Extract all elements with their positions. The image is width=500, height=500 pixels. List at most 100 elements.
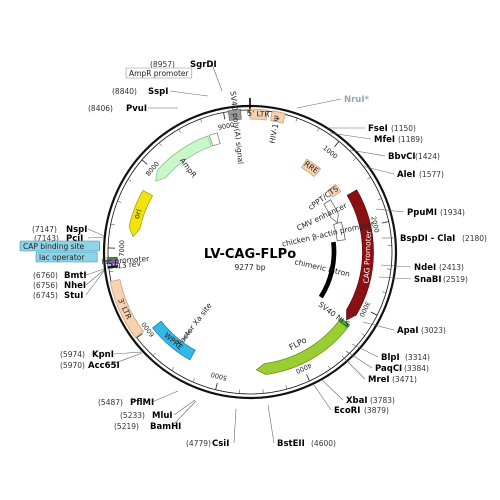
tick-mark bbox=[382, 291, 387, 294]
site-position: (3314) bbox=[405, 353, 430, 362]
site-leader bbox=[85, 269, 105, 286]
feature-lacop bbox=[107, 262, 119, 267]
feature-flpo-shape bbox=[255, 320, 348, 375]
site-leader bbox=[267, 404, 275, 444]
site-leader bbox=[211, 63, 223, 92]
tick-mark bbox=[327, 365, 331, 370]
site-position: (5487) bbox=[98, 398, 123, 407]
site-position: (5219) bbox=[114, 422, 139, 431]
feature-flpo-label: FLPo bbox=[288, 335, 309, 352]
tick-mark bbox=[136, 333, 143, 339]
feature-ampr-shape bbox=[155, 135, 212, 182]
site-leader bbox=[109, 352, 143, 366]
site-leader bbox=[351, 343, 379, 358]
tick-label: 5000 bbox=[210, 370, 228, 382]
feature-amprprom-shape bbox=[208, 132, 221, 147]
tick-mark bbox=[171, 367, 175, 371]
site-name: CsiI bbox=[212, 439, 229, 449]
feature-cba-shape bbox=[333, 221, 346, 242]
restriction-site: SnaBI(2519) bbox=[414, 275, 468, 285]
feature-m13rev-shape bbox=[107, 265, 119, 269]
boxed-label-lac-operator: lac operator bbox=[35, 251, 98, 263]
restriction-site: SspI(8840) bbox=[112, 87, 168, 97]
feature-ampr: AmpR bbox=[155, 135, 212, 182]
site-position: (1189) bbox=[398, 135, 423, 144]
tick-mark bbox=[353, 157, 357, 161]
site-leader bbox=[85, 268, 105, 276]
restriction-site: NheI(6756) bbox=[33, 281, 86, 291]
restriction-site: BamHI(5219) bbox=[114, 422, 181, 432]
site-name: BspDI - ClaI bbox=[400, 234, 455, 244]
site-name: PvuI bbox=[126, 104, 147, 114]
site-position: (1424) bbox=[415, 152, 440, 161]
tick-label: 2000 bbox=[369, 216, 380, 234]
site-position: (5970) bbox=[60, 361, 85, 370]
tick-mark bbox=[109, 271, 114, 273]
restriction-site: XbaI(3783) bbox=[346, 396, 395, 406]
feature-ori-label: ori bbox=[132, 208, 144, 220]
site-name: KpnI bbox=[92, 350, 114, 360]
feature-cag: CAG Promoter bbox=[346, 189, 374, 321]
site-leader bbox=[361, 165, 395, 175]
site-position: (5974) bbox=[60, 350, 85, 359]
restriction-site: PaqCI(3384) bbox=[375, 364, 429, 374]
tick-mark bbox=[178, 129, 181, 133]
boxed-label-cap-binding: CAP binding site bbox=[19, 240, 100, 252]
site-name: PpuMI bbox=[407, 208, 437, 218]
site-name: NruI* bbox=[344, 95, 370, 105]
site-position: (1577) bbox=[419, 170, 444, 179]
site-name: BstEII bbox=[277, 439, 305, 449]
site-name: MluI bbox=[152, 411, 173, 421]
site-leader bbox=[345, 350, 373, 369]
site-name: NdeI bbox=[414, 263, 436, 273]
site-name: Acc65I bbox=[88, 361, 120, 371]
restriction-site: NspI(7147) bbox=[32, 225, 87, 235]
tick-mark bbox=[223, 112, 226, 120]
site-leader bbox=[375, 208, 405, 213]
restriction-site: AleI (1577) bbox=[397, 170, 444, 180]
site-position: (5233) bbox=[120, 411, 145, 420]
restriction-site: BbvCI(1424) bbox=[388, 152, 440, 162]
tick-mark bbox=[306, 374, 310, 382]
plasmid-size: 9277 bp bbox=[235, 263, 266, 272]
site-name: StuI bbox=[64, 291, 83, 301]
site-leader bbox=[233, 408, 237, 444]
tick-mark bbox=[295, 117, 298, 122]
site-position: (3471) bbox=[392, 375, 417, 384]
site-leader bbox=[169, 90, 209, 97]
site-name: SspI bbox=[148, 87, 168, 97]
tick-label: 7000 bbox=[118, 240, 126, 257]
feature-ampr-label: AmpR bbox=[178, 156, 199, 179]
site-position: (3023) bbox=[421, 326, 446, 335]
site-position: (2519) bbox=[443, 275, 468, 284]
site-leader bbox=[321, 379, 344, 401]
site-name: NspI bbox=[66, 225, 87, 235]
site-name: XbaI bbox=[346, 396, 368, 406]
site-leader bbox=[341, 355, 366, 380]
site-leader bbox=[349, 149, 386, 157]
feature-cap-shape bbox=[106, 256, 118, 260]
restriction-site: NdeI(2413) bbox=[414, 263, 464, 273]
boxed-label-lac-operator-text: lac operator bbox=[39, 253, 85, 262]
site-name: SgrDI bbox=[190, 60, 217, 70]
boxed-label-lac-operator-box bbox=[35, 251, 98, 263]
tick-mark bbox=[192, 378, 195, 383]
site-name: FseI bbox=[368, 124, 388, 134]
boxed-label-cap-binding-box bbox=[19, 240, 100, 252]
site-position: (4779) bbox=[186, 439, 211, 448]
feature-wpre-shape bbox=[152, 320, 196, 361]
site-position: (6756) bbox=[33, 281, 58, 290]
restriction-site: BspDI - ClaI(2180) bbox=[400, 234, 487, 244]
feature-sv40nls-label: SV40 NLS bbox=[317, 300, 352, 329]
tick-mark bbox=[141, 159, 148, 165]
feature-lacprom-shape bbox=[106, 259, 118, 264]
feature-m13rev-label: M13 rev bbox=[110, 259, 142, 271]
tick-mark bbox=[110, 223, 115, 226]
feature-factorxa-label: Factor Xa site bbox=[176, 301, 214, 347]
tick-label: 1000 bbox=[321, 144, 339, 161]
feature-hiv1psi-shape bbox=[270, 110, 286, 124]
site-name: BmtI bbox=[64, 271, 87, 281]
site-name: AleI bbox=[397, 170, 415, 180]
restriction-site: MluI (5233) bbox=[120, 411, 173, 421]
